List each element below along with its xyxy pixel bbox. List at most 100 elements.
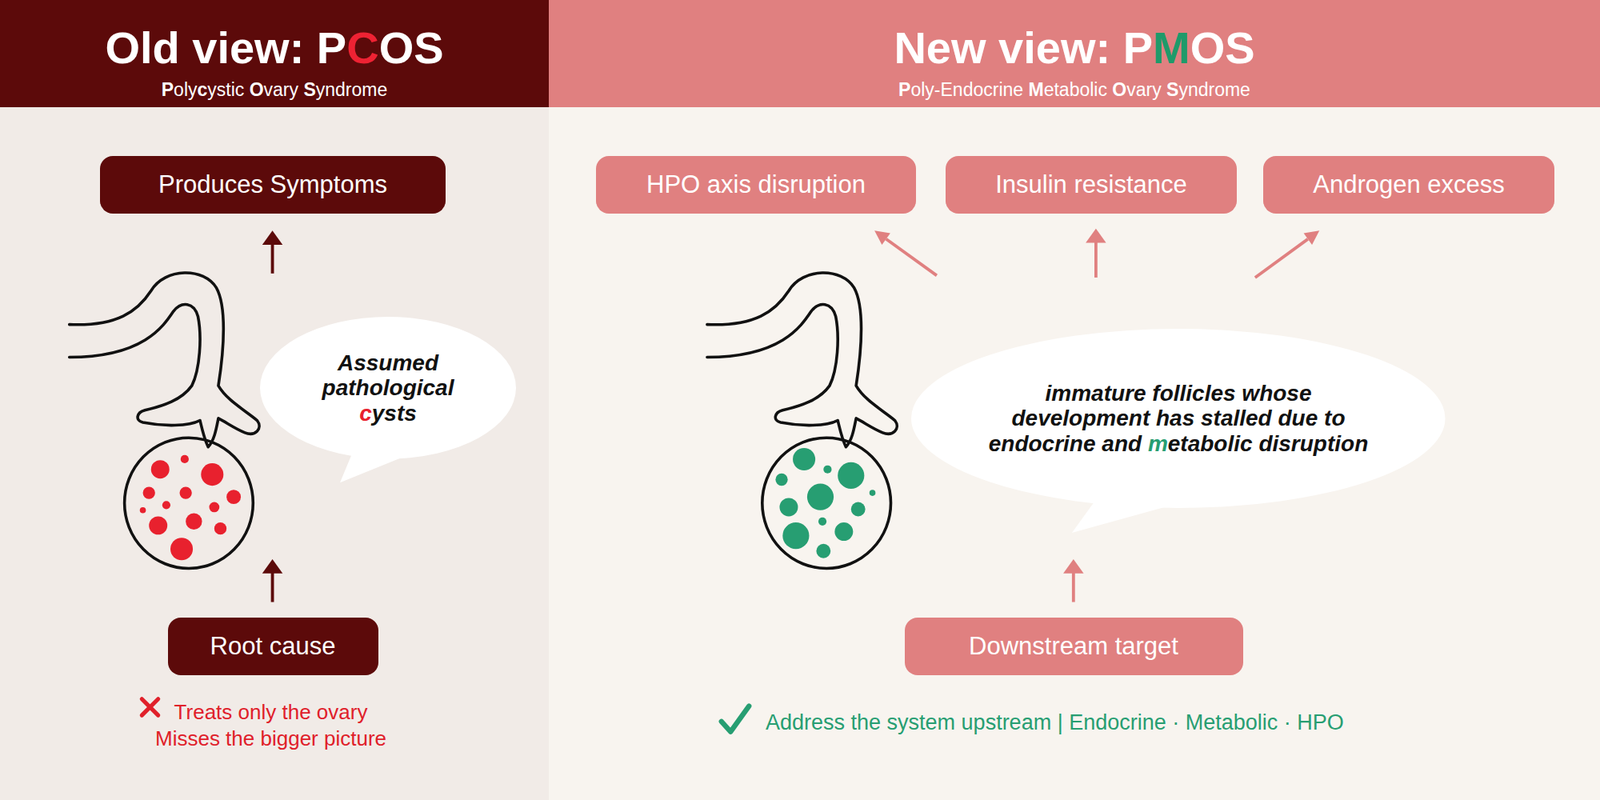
cyst-dot xyxy=(151,460,170,479)
fallopian-tube xyxy=(707,272,897,448)
cyst-dot xyxy=(185,513,202,530)
text-run: etabolic xyxy=(1044,79,1113,100)
arrow-shaft xyxy=(1094,240,1098,278)
box-label: Root cause xyxy=(210,632,336,661)
speech-bubble: immature follicles whose development has… xyxy=(911,328,1446,508)
follicle-dot xyxy=(775,473,788,486)
cyst-dot xyxy=(226,489,241,504)
text-run: S xyxy=(1166,79,1179,100)
text-run: m xyxy=(1148,431,1168,456)
text-run: vary xyxy=(1126,79,1167,100)
label-box: Produces Symptoms xyxy=(100,156,446,214)
text-run: c xyxy=(197,79,208,100)
text-run: yndrome xyxy=(316,79,388,100)
text-run: ystic xyxy=(207,79,249,100)
header-band: Old view: PCOSPolycystic Ovary Syndrome xyxy=(0,0,549,108)
text-run: Old view: P xyxy=(104,22,347,73)
bubble-text: Assumed pathological cysts xyxy=(296,350,480,426)
ovary-drawing xyxy=(69,272,260,568)
follicle-dot xyxy=(779,497,798,516)
box-label: Androgen excess xyxy=(1312,170,1505,200)
follicle-dot xyxy=(816,544,831,559)
text-run: OS xyxy=(379,22,444,73)
right-panel xyxy=(548,0,1600,800)
text-run: S xyxy=(303,79,316,100)
follicle-dot xyxy=(834,522,853,541)
text-run: oly xyxy=(173,79,197,100)
label-box: HPO axis disruption xyxy=(596,156,916,214)
header-band: New view: PMOSPoly-Endocrine Metabolic O… xyxy=(548,0,1600,108)
cyst-dots xyxy=(140,455,241,560)
footnote-advice: Address the system upstream | Endocrine … xyxy=(765,708,1344,736)
check-mark xyxy=(721,706,749,732)
cyst-dot xyxy=(214,522,227,535)
panel-title: New view: PMOS xyxy=(548,22,1600,74)
cross-mark xyxy=(141,699,158,716)
text-run: C xyxy=(346,22,379,73)
follicle-dot xyxy=(792,448,816,471)
label-box: Androgen excess xyxy=(1263,156,1555,214)
label-box: Insulin resistance xyxy=(945,156,1237,214)
text-run: vary xyxy=(264,79,304,100)
follicle-dots xyxy=(775,448,876,559)
text-run: etabolic disruption xyxy=(1168,431,1368,456)
box-label: Produces Symptoms xyxy=(158,170,388,200)
cross-stroke xyxy=(141,699,158,716)
follicle-dot xyxy=(869,489,876,496)
arrow-shaft xyxy=(271,243,275,274)
cyst-dot xyxy=(148,516,168,535)
speech-bubble: Assumed pathological cysts xyxy=(260,316,516,460)
cyst-dot xyxy=(143,486,156,499)
text-run: O xyxy=(1112,79,1127,100)
follicle-dot xyxy=(818,517,827,526)
text-run: M xyxy=(1028,79,1044,100)
cross-stroke xyxy=(141,699,158,716)
text-run: P xyxy=(898,79,911,100)
text-run: Assumed pathological xyxy=(322,350,455,400)
cyst-dot xyxy=(200,463,224,486)
arrow-head xyxy=(1304,230,1320,245)
cyst-dot xyxy=(170,537,193,560)
box-label: HPO axis disruption xyxy=(646,170,866,200)
text-run: P xyxy=(161,79,174,100)
arrow-shaft xyxy=(886,239,937,276)
bubble-body xyxy=(911,328,1446,508)
arrow-shaft xyxy=(1072,571,1076,602)
follicle-dot xyxy=(823,465,832,474)
panel-subtitle: Poly-Endocrine Metabolic Ovary Syndrome xyxy=(548,78,1600,101)
cyst-dot xyxy=(179,486,192,499)
arrow-head xyxy=(1085,228,1107,244)
arrow-head xyxy=(262,230,284,245)
fallopian-tube xyxy=(69,272,260,448)
label-box: Downstream target xyxy=(904,617,1244,676)
footnote-warning: Treats only the ovary Misses the bigger … xyxy=(144,699,397,752)
bubble-text: immature follicles whose development has… xyxy=(974,380,1383,456)
arrow-head xyxy=(874,230,891,245)
follicle-dot xyxy=(807,484,834,511)
panel-subtitle: Polycystic Ovary Syndrome xyxy=(0,78,549,101)
cyst-dot xyxy=(140,507,147,514)
panel-title: Old view: PCOS xyxy=(0,22,549,74)
ovary-outline xyxy=(762,437,892,568)
bubble-body xyxy=(260,316,516,460)
arrow-head xyxy=(1063,559,1084,574)
arrow-shaft xyxy=(271,571,275,602)
cyst-dot xyxy=(162,500,171,509)
arrow-head xyxy=(262,559,284,574)
text-run: ysts xyxy=(372,400,417,426)
text-run: New view: P xyxy=(893,22,1153,73)
text-run: c xyxy=(359,400,372,426)
text-run: yndrome xyxy=(1178,79,1250,100)
follicle-dot xyxy=(837,462,864,489)
cyst-dot xyxy=(208,502,220,513)
follicle-dot xyxy=(782,522,809,549)
ovary-drawing xyxy=(707,272,897,568)
ovary-outline xyxy=(124,437,254,568)
label-box: Root cause xyxy=(168,617,379,676)
box-label: Downstream target xyxy=(968,632,1179,661)
text-run: O xyxy=(249,79,264,100)
box-label: Insulin resistance xyxy=(995,170,1188,200)
follicle-dot xyxy=(851,502,866,517)
text-run: oly-Endocrine xyxy=(910,79,1028,100)
